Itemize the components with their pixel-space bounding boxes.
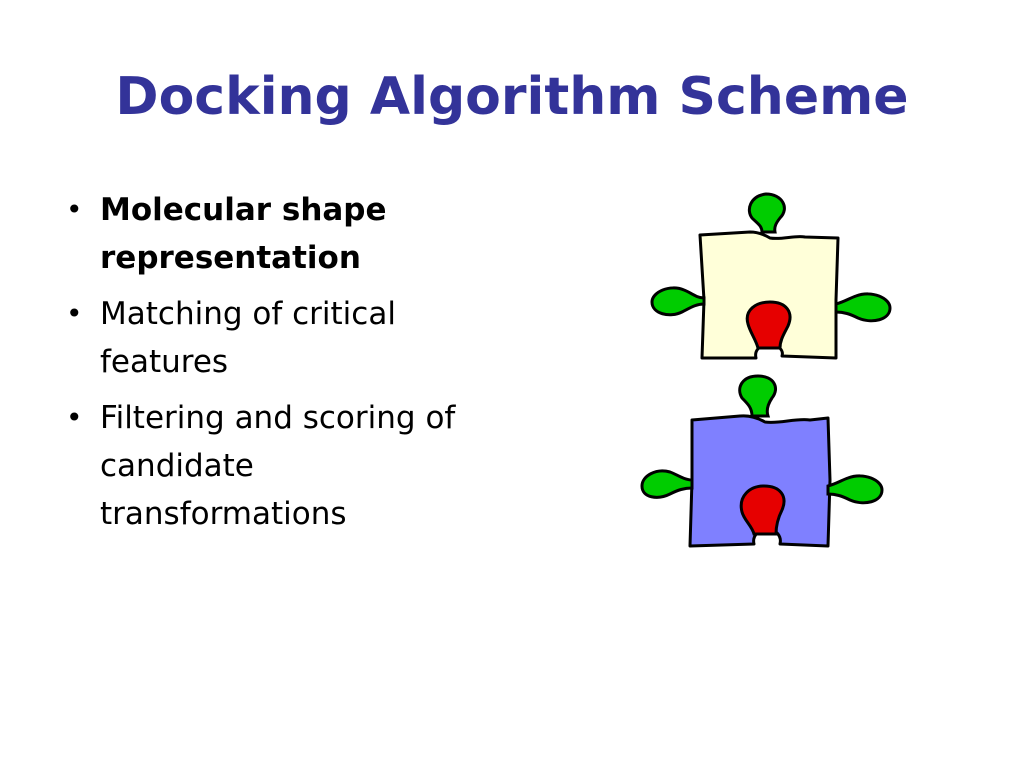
- bottom-piece-knob-left: [640, 469, 694, 499]
- bullet-text: Matching of critical features: [100, 296, 396, 380]
- bullet-item: • Filtering and scoring of candidate tra…: [60, 394, 500, 538]
- top-piece-knob-top: [747, 192, 786, 234]
- bottom-piece-knob-right: [826, 474, 884, 505]
- top-piece-socket: [745, 300, 792, 350]
- top-puzzle-piece: [650, 192, 892, 360]
- bullet-item: • Molecular shape representation: [60, 186, 500, 282]
- bottom-piece-knob-top: [738, 374, 777, 418]
- bullet-text: Filtering and scoring of candidate trans…: [100, 400, 456, 532]
- puzzle-svg: [640, 192, 892, 548]
- bullet-dot: •: [66, 193, 83, 226]
- bottom-piece-socket: [739, 484, 786, 536]
- bullet-text: Molecular shape representation: [100, 192, 387, 276]
- top-piece-knob-right: [834, 292, 892, 323]
- bullet-dot: •: [66, 401, 83, 434]
- bullet-item: • Matching of critical features: [60, 290, 500, 386]
- bullet-dot: •: [66, 297, 83, 330]
- slide-title: Docking Algorithm Scheme: [115, 67, 909, 127]
- bottom-puzzle-piece: [640, 374, 884, 548]
- top-piece-knob-left: [650, 286, 706, 317]
- bullet-list: • Molecular shape representation • Match…: [60, 186, 500, 546]
- puzzle-pieces-illustration: [630, 180, 910, 560]
